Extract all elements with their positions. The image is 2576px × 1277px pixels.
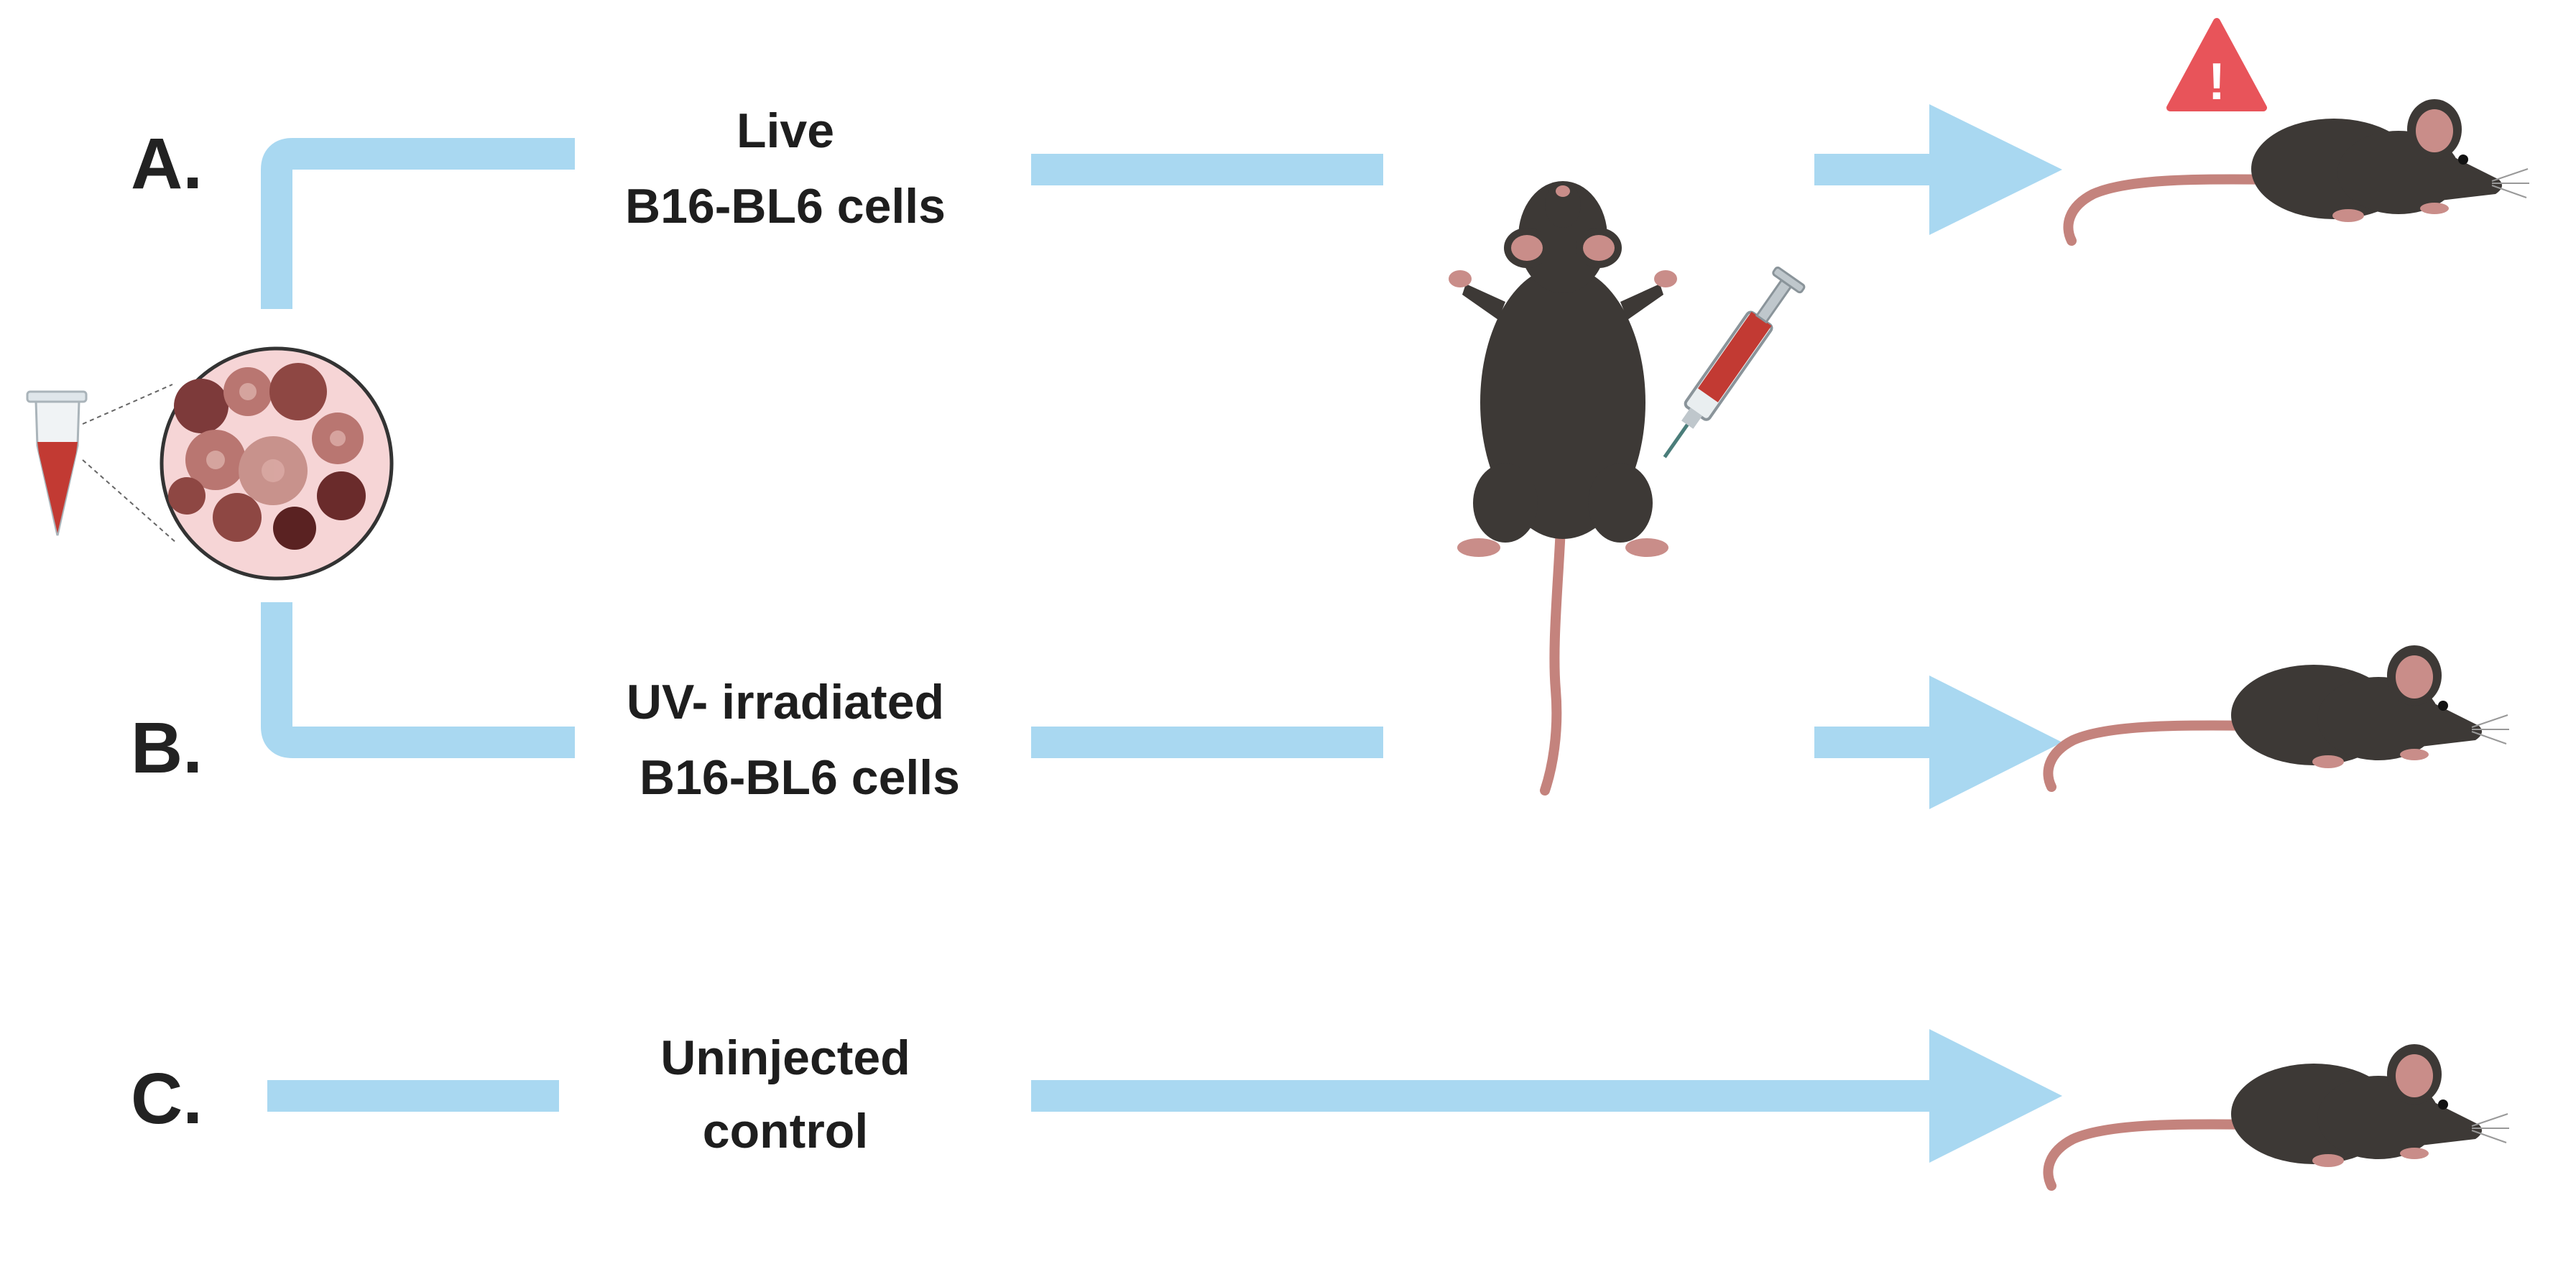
condition-a-line1: Live xyxy=(737,103,834,158)
bracket-a xyxy=(261,138,575,309)
condition-b-line2: B16-BL6 cells xyxy=(640,750,960,805)
condition-a-line2: B16-BL6 cells xyxy=(625,179,946,234)
arrow-b-head xyxy=(1929,676,2062,809)
syringe-icon xyxy=(1663,266,1806,458)
tumor-cells-icon xyxy=(160,346,394,581)
bracket-b xyxy=(261,602,575,758)
injected-mouse-icon xyxy=(1449,181,1677,796)
condition-c-line2: control xyxy=(703,1104,868,1158)
arrow-c-head xyxy=(1929,1029,2062,1163)
tube-icon xyxy=(26,390,88,536)
result-mouse-b xyxy=(2048,645,2509,787)
row-label-c: C. xyxy=(131,1059,203,1139)
arrow-a-head xyxy=(1929,104,2062,235)
result-mouse-a xyxy=(2068,99,2529,241)
warning-triangle-icon: ! xyxy=(2166,18,2267,111)
row-label-a: A. xyxy=(131,124,203,204)
zoom-line-top xyxy=(82,384,173,425)
warning-symbol: ! xyxy=(2208,53,2225,111)
result-mouse-c xyxy=(2048,1044,2509,1186)
flow-lines xyxy=(261,104,2062,1163)
row-label-b: B. xyxy=(131,708,203,788)
condition-b-line1: UV- irradiated xyxy=(627,675,944,729)
zoom-line-bottom xyxy=(82,459,177,543)
condition-c-line1: Uninjected xyxy=(660,1031,910,1085)
